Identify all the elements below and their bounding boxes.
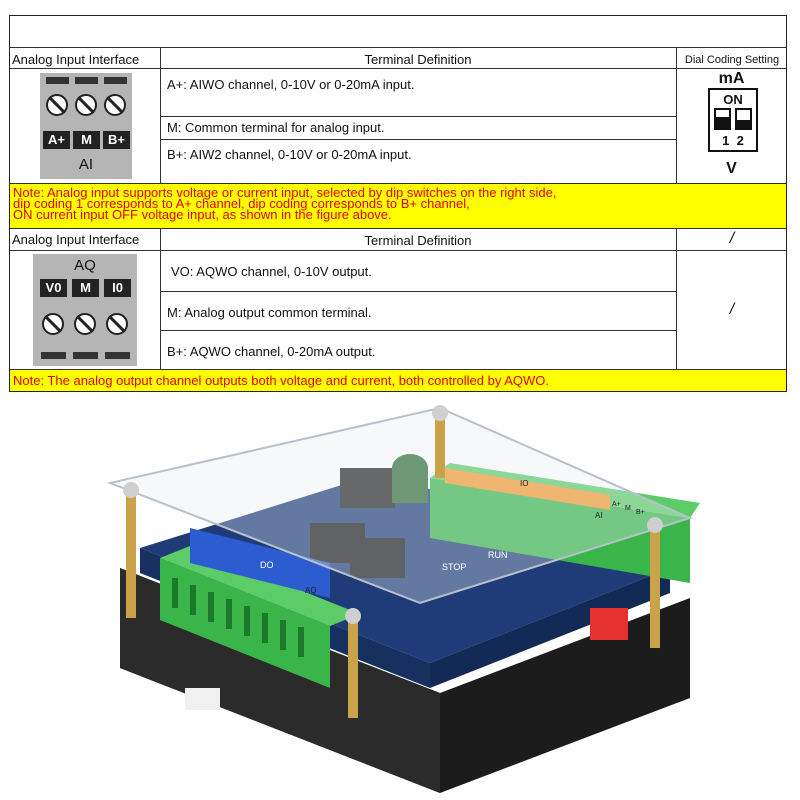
t2-header-dial: /: [729, 230, 735, 247]
photo-label-m: M: [625, 505, 631, 512]
aq-terminal-name: AQ: [74, 257, 96, 274]
ai-label-m: M: [73, 131, 100, 149]
brass-standoff: [126, 493, 136, 618]
photo-label-run: RUN: [488, 550, 508, 560]
t1-header-dial: Dial Coding Setting: [684, 54, 780, 66]
t1-row-a-plus: A+: AIWO channel, 0-10V or 0-20mA input.: [167, 77, 415, 92]
t1-header-interface: Analog Input Interface: [12, 52, 140, 67]
ai-terminal-name: AI: [78, 156, 94, 173]
orange-label-strip: [445, 468, 610, 510]
aq-label-i0: I0: [104, 279, 131, 297]
t2-note: Note: The analog output channel outputs …: [10, 370, 786, 391]
photo-label-stop: STOP: [442, 562, 466, 572]
dip-ma-label: mA: [718, 70, 745, 87]
spec-table: Analog Input Interface Terminal Definiti…: [9, 15, 787, 392]
screw-icon: [46, 94, 68, 116]
ai-terminal-block: A+ M B+ AI: [40, 73, 132, 179]
relay: [350, 538, 405, 578]
brass-standoff: [650, 528, 660, 648]
screw-icon: [104, 94, 126, 116]
brass-standoff: [435, 418, 445, 478]
do-label-strip: [190, 528, 330, 598]
screw-icon: [106, 313, 128, 335]
red-dip-switch: [590, 608, 628, 640]
t1-note: Note: Analog input supports voltage or c…: [10, 184, 786, 228]
t1-row-m: M: Common terminal for analog input.: [167, 120, 385, 135]
ai-label-b-plus: B+: [103, 131, 130, 149]
aq-label-v0: V0: [40, 279, 67, 297]
brass-standoff: [348, 618, 358, 718]
screw-icon: [647, 517, 663, 533]
ai-label-a-plus: A+: [43, 131, 70, 149]
t2-row-v0: VO: AQWO channel, 0-10V output.: [171, 264, 372, 279]
t1-row-b-plus: B+: AIW2 channel, 0-10V or 0-20mA input.: [167, 147, 412, 162]
aq-terminal-block: AQ V0 M I0: [33, 254, 137, 366]
screw-icon: [74, 313, 96, 335]
acrylic-cover: [106, 406, 693, 605]
t2-row-m: M: Analog output common terminal.: [167, 305, 372, 320]
dip-numbers: 1 2: [722, 133, 744, 148]
dip-on-label: ON: [723, 92, 743, 107]
screw-icon: [123, 482, 139, 498]
t2-note-line: Note: The analog output channel outputs …: [13, 373, 549, 388]
photo-label-do: DO: [260, 560, 274, 570]
photo-label-aq: AQ: [305, 586, 317, 595]
t1-note-line: Note: Analog input supports voltage or c…: [13, 185, 557, 200]
plc-board-photo: DO AQ AI RUN STOP IO A+ M B+: [106, 405, 700, 793]
t2-header-definition: Terminal Definition: [364, 233, 472, 248]
dip-v-label: V: [726, 160, 737, 177]
t2-dial-value: /: [729, 301, 735, 318]
t2-row-i0: B+: AQWO channel, 0-20mA output.: [167, 344, 376, 359]
screw-icon: [75, 94, 97, 116]
photo-label-a-plus: A+: [612, 501, 621, 508]
t1-header-definition: Terminal Definition: [364, 52, 472, 67]
white-connector: [185, 688, 220, 710]
t1-note-line: ON current input OFF voltage input, as s…: [13, 207, 392, 222]
t1-note-line: dip coding 1 corresponds to A+ channel, …: [13, 196, 470, 211]
photo-label-io: IO: [520, 479, 528, 488]
relay: [340, 468, 395, 508]
aq-label-m: M: [72, 279, 99, 297]
screw-icon: [345, 608, 361, 624]
photo-label-b-plus: B+: [636, 509, 645, 516]
screw-icon: [432, 405, 448, 421]
screw-icon: [42, 313, 64, 335]
photo-label-ai: AI: [595, 511, 603, 520]
dip-switch-diagram: mA ON 1 2 V: [677, 68, 786, 183]
t2-header-interface: Analog Input Interface: [12, 232, 140, 247]
right-green-connector: [430, 478, 690, 583]
